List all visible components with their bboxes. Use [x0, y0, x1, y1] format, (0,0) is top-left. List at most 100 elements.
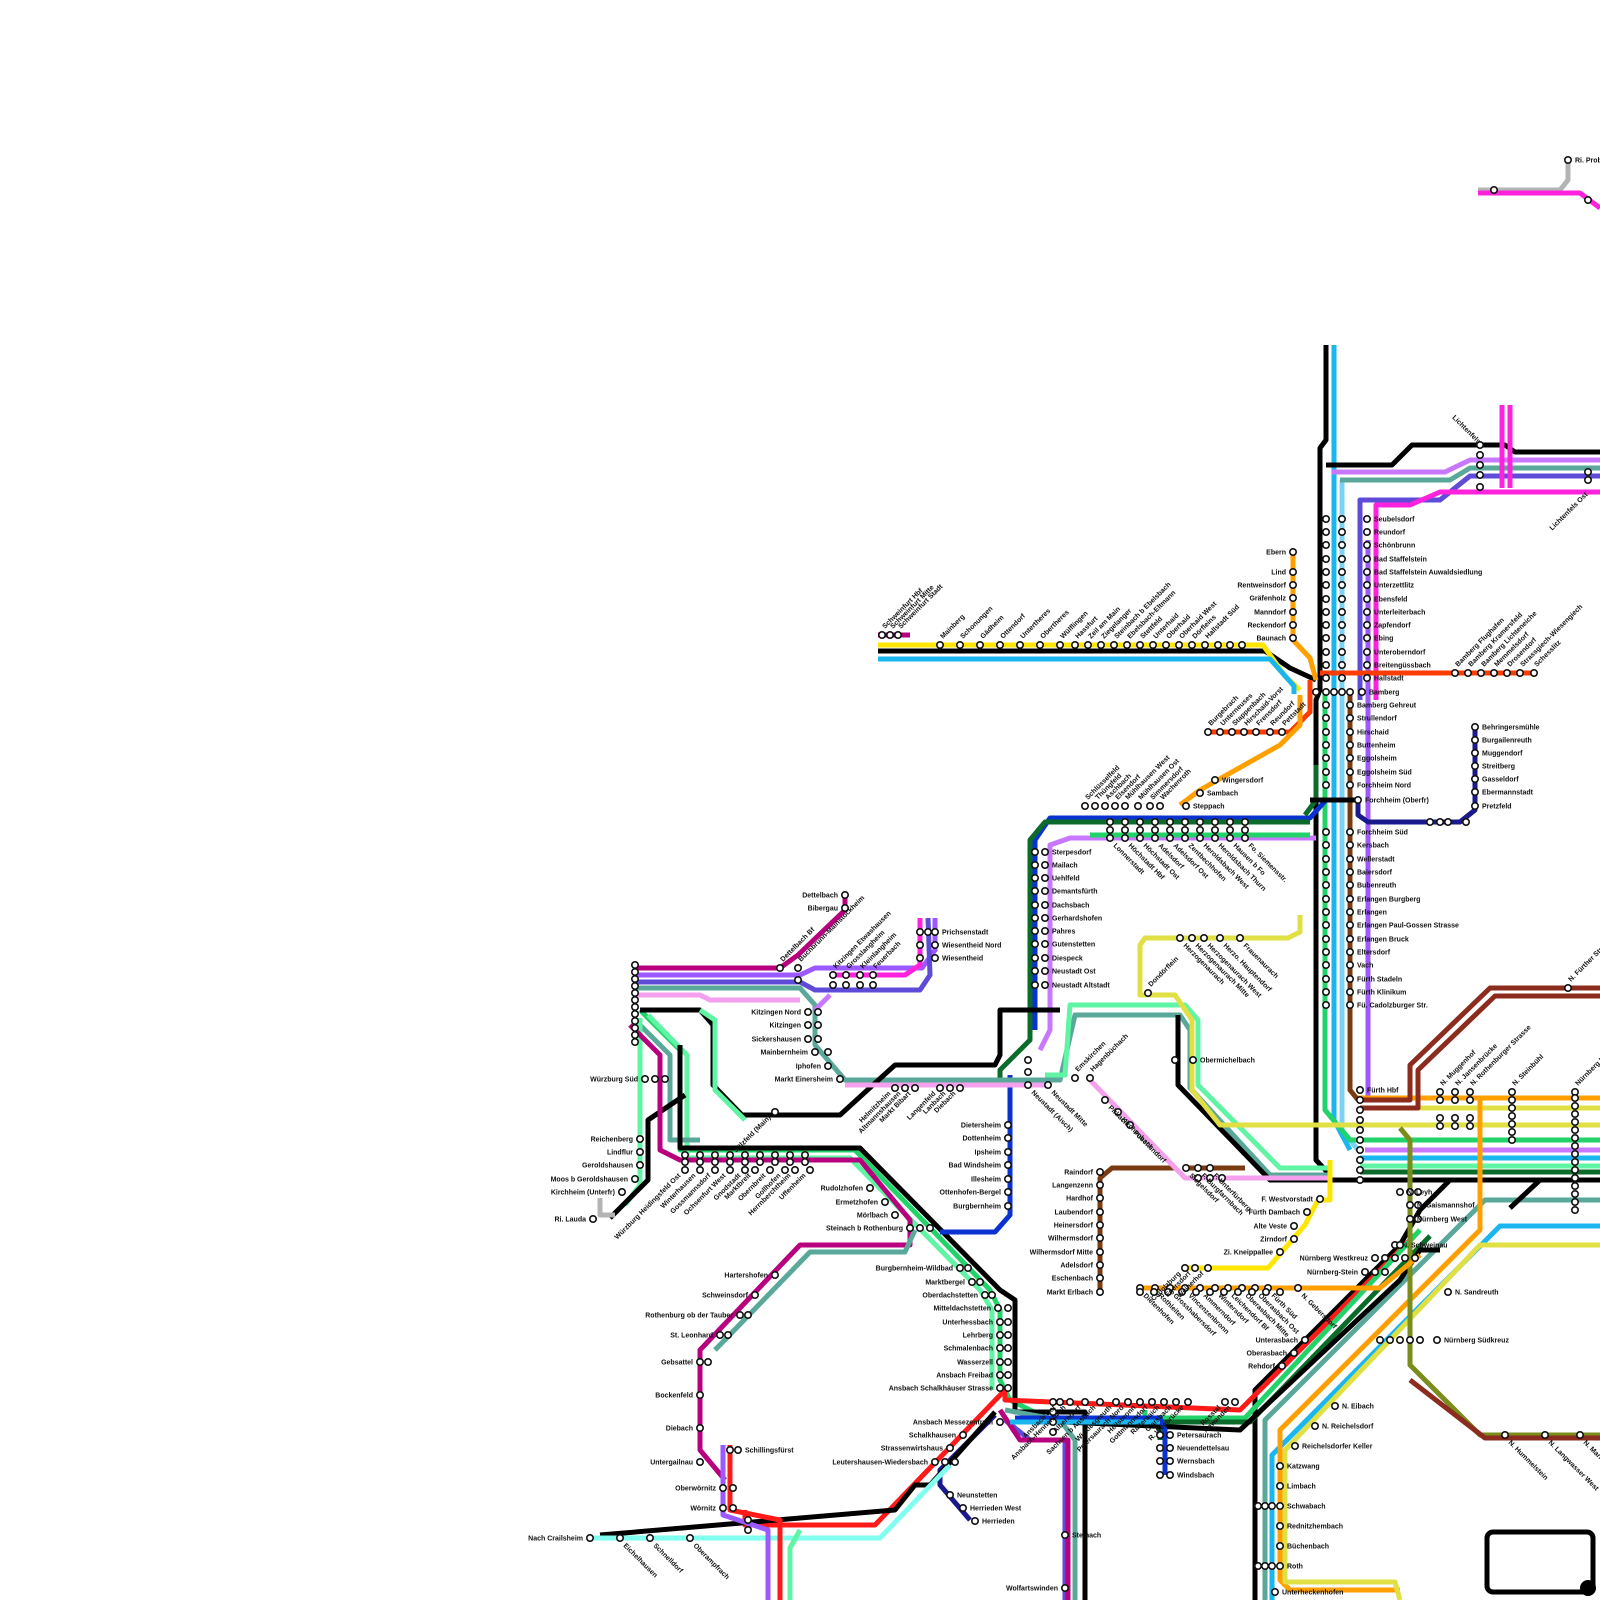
station-label-limbach: Limbach — [1287, 1484, 1316, 1491]
station-dot — [1572, 1135, 1578, 1141]
station-dot — [1005, 1162, 1011, 1168]
station-dot — [1150, 642, 1156, 648]
station-dot — [1347, 829, 1353, 835]
station-label-st-leonhard: St. Leonhard — [670, 1333, 713, 1340]
station-dot — [742, 1159, 748, 1165]
station-label-lichtenfels: Lichtenfels — [1450, 414, 1481, 445]
station-dot — [1137, 1289, 1143, 1295]
station-dot — [1255, 1563, 1261, 1569]
station-dot — [1572, 1207, 1578, 1213]
station-dot — [1339, 609, 1345, 615]
station-dot — [1565, 985, 1571, 991]
station-dot — [1097, 1222, 1103, 1228]
station-dot — [1387, 1337, 1393, 1343]
station-dot — [735, 1447, 741, 1453]
station-label-unterasbach: Unterasbach — [1256, 1338, 1298, 1345]
station-label-n-schweinau: N. Schweinau — [1402, 1243, 1448, 1250]
station-dot — [1364, 662, 1370, 668]
station-dot — [1217, 935, 1223, 941]
station-dot — [1290, 549, 1296, 555]
station-dot — [972, 1518, 978, 1524]
station-label-bad-staffelstein: Bad Staffelstein — [1374, 557, 1427, 564]
station-dot — [1157, 1458, 1163, 1464]
station-label-fue-cadolzburger: Fü. Cadolzburger Str. — [1357, 1003, 1428, 1010]
station-dot — [1042, 941, 1048, 947]
station-dot — [1347, 962, 1353, 968]
station-dot — [1323, 569, 1329, 575]
station-dot — [1323, 976, 1329, 982]
station-dot — [1277, 1463, 1283, 1469]
station-label-raindorf: Raindorf — [1064, 1170, 1093, 1177]
station-label-nuernberg-westkreuz: Nürnberg Westkreuz — [1300, 1256, 1369, 1263]
station-dot — [997, 1332, 1003, 1338]
station-label-herrieden: Herrieden — [982, 1519, 1015, 1526]
station-dot — [960, 1432, 966, 1438]
station-dot — [1242, 835, 1248, 841]
station-dot — [1323, 909, 1329, 915]
station-dot — [1572, 1143, 1578, 1149]
station-label-mainbernheim: Mainbernheim — [761, 1050, 808, 1057]
station-dot — [1092, 803, 1098, 809]
station-label-zapfendorf: Zapfendorf — [1374, 623, 1411, 630]
station-dot — [632, 962, 638, 968]
station-dot — [1167, 819, 1173, 825]
station-dot — [1463, 819, 1469, 825]
station-dot — [932, 1459, 938, 1465]
station-label-katzwang: Katzwang — [1287, 1464, 1320, 1471]
station-label-bamberg: Bamberg — [1369, 690, 1399, 697]
station-dot — [1467, 1097, 1473, 1103]
station-label-moerlbach: Mörlbach — [857, 1213, 888, 1220]
station-dot — [1347, 949, 1353, 955]
station-dot — [1339, 675, 1345, 681]
station-dot — [1347, 715, 1353, 721]
station-dot — [1339, 542, 1345, 548]
station-dot — [1364, 675, 1370, 681]
station-dot — [1339, 689, 1345, 695]
station-dot — [1097, 1289, 1103, 1295]
station-dot — [1332, 1403, 1338, 1409]
station-label-lehrberg: Lehrberg — [963, 1333, 993, 1340]
station-dot — [1277, 1523, 1283, 1529]
station-dot — [1382, 1269, 1388, 1275]
station-dot — [815, 1036, 821, 1042]
station-dot — [682, 1152, 688, 1158]
station-label-n-hummelstein: N. Hummelstein — [1507, 1439, 1549, 1481]
station-label-burgbernheim-wildbad: Burgbernheim-Wildbad — [876, 1266, 953, 1273]
station-dot — [1242, 819, 1248, 825]
line-wue-ans-black — [640, 1010, 1060, 1115]
station-dot — [1135, 803, 1141, 809]
station-dot — [1452, 1115, 1458, 1121]
station-dot — [1290, 595, 1296, 601]
station-label-alte-veste: Alte Veste — [1254, 1224, 1288, 1231]
station-dot — [802, 1159, 808, 1165]
station-dot — [1339, 635, 1345, 641]
station-label-pahres: Pahres — [1052, 929, 1075, 936]
station-dot — [952, 1459, 958, 1465]
station-label-gasseldorf: Gasseldorf — [1482, 777, 1519, 784]
station-label-nuernberg-suedkreuz: Nürnberg Südkreuz — [1444, 1338, 1509, 1345]
station-label-rednitzhembach: Rednitzhembach — [1287, 1524, 1343, 1531]
line-sonneberg-magenta — [1478, 193, 1600, 208]
station-label-hirschaid: Hirschaid — [1357, 730, 1389, 737]
station-dot — [1189, 935, 1195, 941]
station-dot — [1042, 982, 1048, 988]
station-dot — [1357, 1107, 1363, 1113]
station-dot — [1585, 469, 1591, 475]
station-dot — [1572, 1167, 1578, 1173]
station-dot — [745, 1312, 751, 1318]
station-dot — [932, 955, 938, 961]
station-label-reichenberg: Reichenberg — [591, 1137, 633, 1144]
station-dot — [1467, 1089, 1473, 1095]
station-dot — [1183, 1165, 1189, 1171]
station-dot — [1167, 827, 1173, 833]
station-label-lindflur: Lindflur — [607, 1150, 633, 1157]
station-dot — [1339, 529, 1345, 535]
station-label-rehdorf: Rehdorf — [1248, 1364, 1276, 1371]
station-label-f-westvorstadt: F. Westvorstadt — [1261, 1197, 1313, 1204]
station-label-muggendorf: Muggendorf — [1482, 751, 1523, 758]
station-label-baiersdorf: Baiersdorf — [1357, 870, 1393, 877]
station-dot — [632, 1025, 638, 1031]
station-dot — [1222, 1399, 1228, 1405]
station-dot — [1509, 1121, 1515, 1127]
